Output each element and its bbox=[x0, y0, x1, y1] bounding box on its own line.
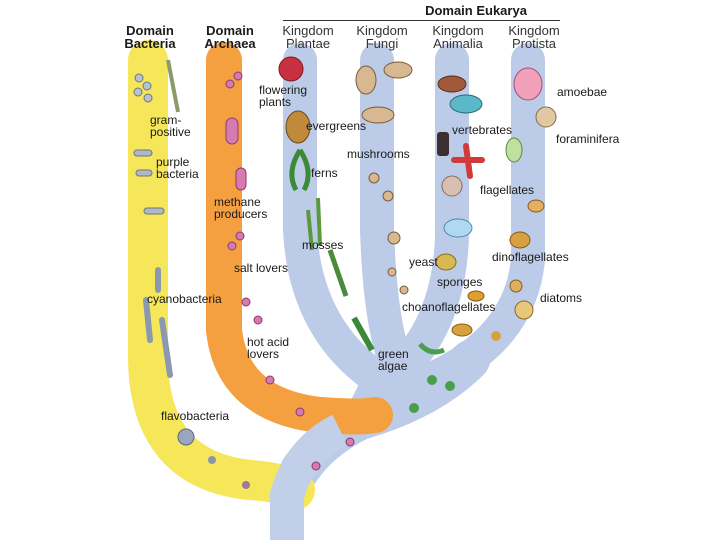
fungi-organisms bbox=[355, 61, 413, 295]
eukarya-bracket bbox=[283, 20, 560, 21]
domain-eukarya-header: Domain Eukarya bbox=[425, 3, 527, 18]
label-dinoflagellates: dinoflagellates bbox=[492, 250, 569, 264]
label-choanoflagellates: choanoflagellates bbox=[402, 300, 496, 314]
bacteria-organisms bbox=[133, 59, 250, 489]
plantae-organisms bbox=[278, 56, 445, 355]
label-gram-positive: gram-positive bbox=[150, 113, 191, 139]
label-sponges: sponges bbox=[437, 275, 483, 289]
label-amoebae: amoebae bbox=[557, 85, 608, 99]
label-vertebrates: vertebrates bbox=[452, 123, 513, 137]
label-yeast: yeast bbox=[409, 255, 438, 269]
label-evergreens: evergreens bbox=[306, 119, 367, 133]
label-ferns: ferns bbox=[311, 166, 338, 180]
label-cyanobacteria: cyanobacteria bbox=[147, 292, 222, 306]
archaea-organisms bbox=[225, 71, 355, 471]
label-foraminifera: foraminifera bbox=[556, 132, 620, 146]
label-mushrooms: mushrooms bbox=[347, 147, 410, 161]
label-salt-lovers: salt lovers bbox=[234, 261, 289, 275]
archaea-branch bbox=[206, 42, 393, 435]
protista-organisms bbox=[409, 67, 557, 413]
label-mosses: mosses bbox=[302, 238, 344, 252]
tree-trunk bbox=[270, 414, 349, 540]
label-flagellates: flagellates bbox=[480, 183, 535, 197]
label-flavobacteria: flavobacteria bbox=[161, 409, 230, 423]
animalia-organisms bbox=[435, 75, 485, 337]
label-diatoms: diatoms bbox=[540, 291, 583, 305]
